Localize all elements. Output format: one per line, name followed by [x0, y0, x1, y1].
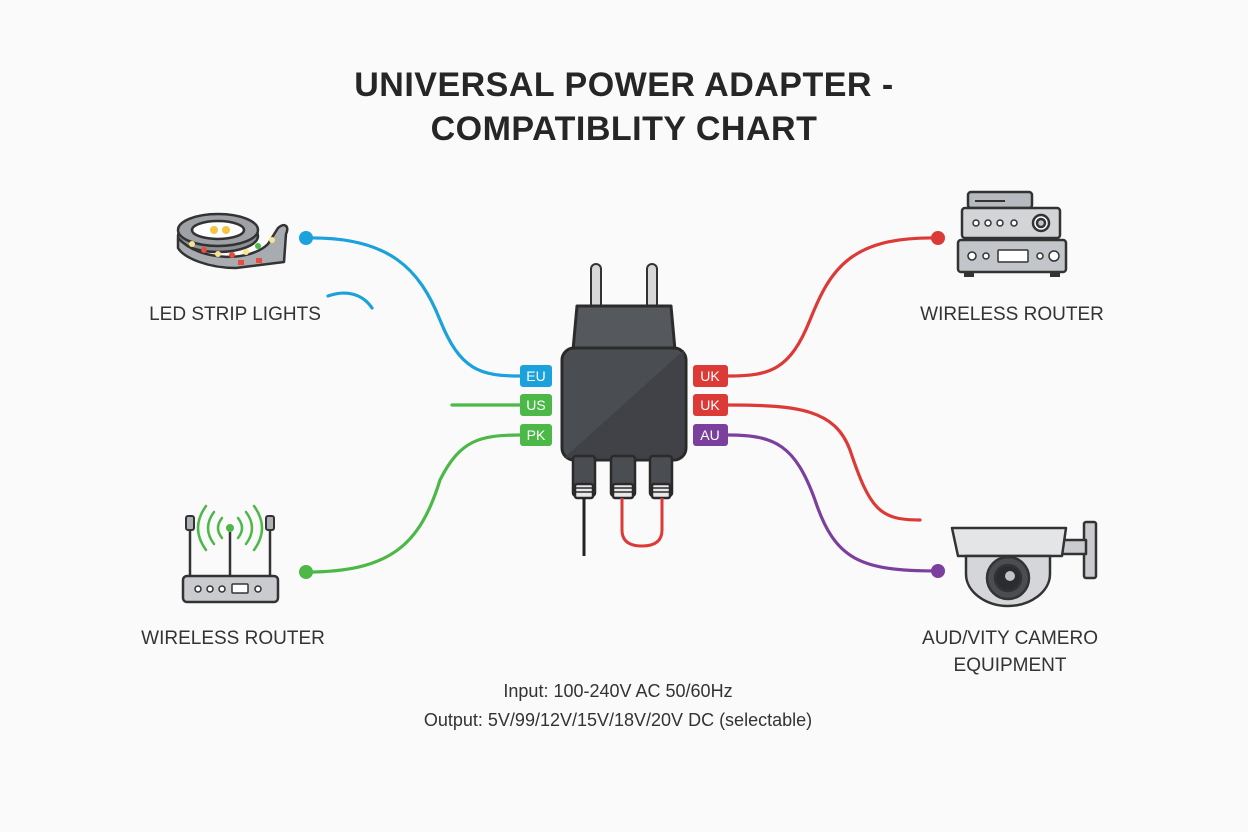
plug-badge-us: US [520, 394, 552, 416]
wire-top-right-device [726, 236, 940, 378]
label-camera-line2: EQUIPMENT [953, 655, 1067, 676]
wire-uk-to-camera [726, 403, 922, 522]
blue-arc-fragment [326, 291, 374, 310]
plug-badge-au: AU [693, 424, 728, 446]
svg-text:UK: UK [700, 368, 720, 384]
dot-top-right-device [931, 231, 945, 245]
dot-wireless-router [299, 565, 313, 579]
power-adapter-icon [560, 263, 688, 556]
page-title-line1: UNIVERSAL POWER ADAPTER - [354, 66, 894, 104]
label-camera-line1: AUD/VITY CAMERO [922, 628, 1098, 649]
svg-text:PK: PK [527, 427, 546, 443]
plug-badges-right: UK UK AU [693, 365, 728, 446]
svg-text:UK: UK [700, 397, 720, 413]
plug-badge-eu: EU [520, 365, 552, 387]
plug-badge-uk-1: UK [693, 365, 728, 387]
security-camera-icon [950, 520, 1098, 608]
svg-text:EU: EU [526, 368, 545, 384]
wire-camera [726, 433, 940, 573]
spec-output: Output: 5V/99/12V/15V/18V/20V DC (select… [423, 710, 813, 730]
wire-end-dots [299, 231, 945, 579]
page-title-line2: COMPATIBLITY CHART [430, 110, 818, 148]
label-camera-equipment: AUD/VITY CAMERO EQUIPMENT [900, 625, 1120, 679]
wire-led-strip [304, 236, 522, 378]
wireless-router-icon [181, 504, 280, 604]
svg-text:US: US [526, 397, 545, 413]
label-led-strip-lights: LED STRIP LIGHTS [149, 304, 321, 325]
led-strip-icon [176, 212, 289, 270]
plug-badges-left: EU US PK [520, 365, 552, 446]
label-wireless-router-left: WIRELESS ROUTER [141, 628, 325, 649]
plug-badge-uk-2: UK [693, 394, 728, 416]
plug-badge-pk: PK [520, 424, 552, 446]
dot-camera [931, 564, 945, 578]
dot-led-strip [299, 231, 313, 245]
audio-receiver-stack-icon [956, 190, 1068, 277]
label-wireless-router-right: WIRELESS ROUTER [920, 304, 1104, 325]
wire-wireless-router [304, 433, 522, 574]
wires [304, 236, 940, 574]
svg-text:AU: AU [700, 427, 719, 443]
spec-input: Input: 100-240V AC 50/60Hz [503, 681, 733, 701]
